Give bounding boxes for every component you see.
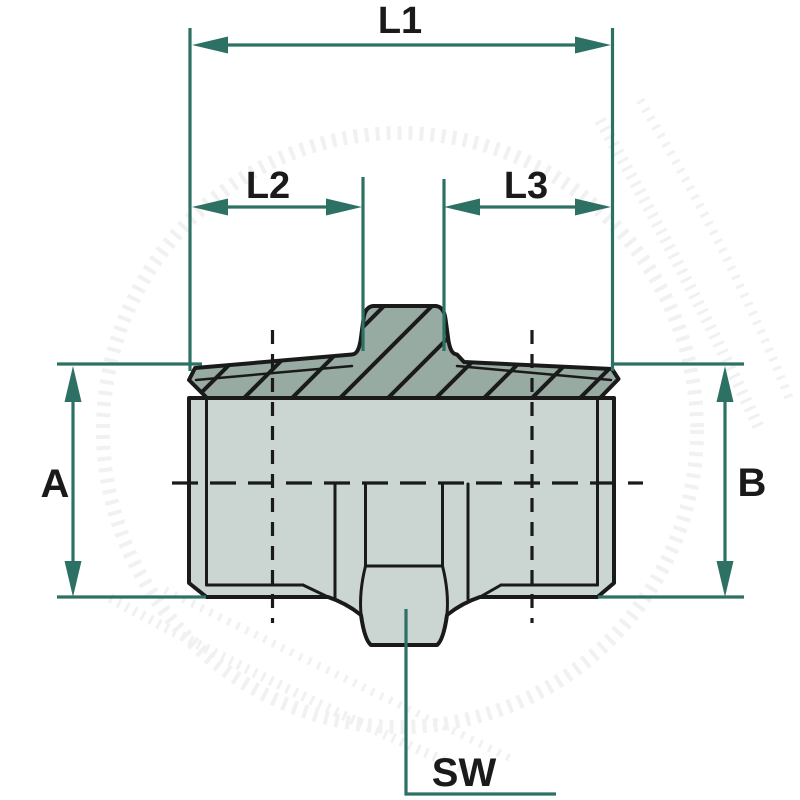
centerlines [172,330,643,623]
watermark-streak [594,117,766,433]
arrowhead-right-icon [575,198,611,216]
thread-root-lines [194,364,613,382]
section-outline [187,304,621,400]
watermark-circle [96,126,704,734]
watermark-streak [636,97,795,402]
arrowhead-up-icon [64,366,82,402]
arrowhead-left-icon [192,198,228,216]
arrowhead-left-icon [192,36,228,54]
arrowhead-up-icon [716,366,734,402]
dimension-label-b: B [738,461,767,505]
watermark [96,97,795,777]
dimension-sw: SW [404,609,556,796]
arrowhead-down-icon [716,561,734,597]
body-outline [187,396,616,647]
dimension-label-a: A [41,462,70,506]
dimension-label-sw: SW [432,751,497,795]
arrowhead-right-icon [326,198,362,216]
fitting-body [187,396,616,647]
dimension-b: B [598,362,767,599]
fitting-section [187,304,621,400]
dimension-l1: L1 [188,0,615,371]
dimension-l2: L2 [192,165,365,351]
dimension-label-l3: L3 [504,165,548,207]
arrowhead-down-icon [64,561,82,597]
watermark-streak [163,586,512,762]
dimension-l3: L3 [442,165,611,351]
dimension-a: A [41,362,206,599]
dimension-label-l2: L2 [246,165,290,207]
watermark-streak [107,593,472,777]
leader-line [404,609,556,796]
arrowhead-left-icon [444,198,480,216]
body-inner-edges [205,397,599,616]
dimension-label-l1: L1 [378,0,422,42]
arrowhead-right-icon [575,36,611,54]
